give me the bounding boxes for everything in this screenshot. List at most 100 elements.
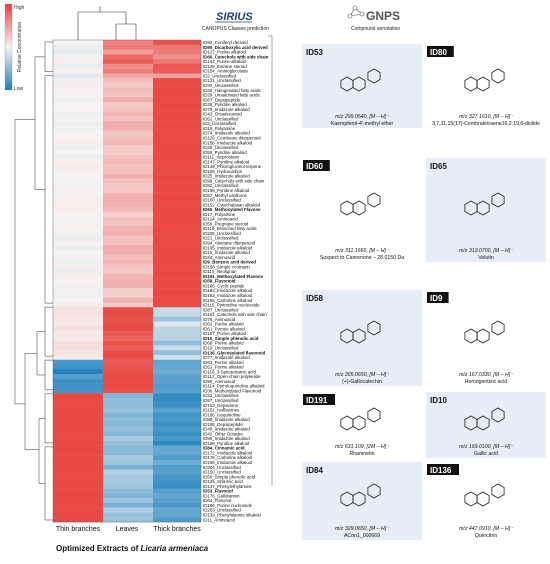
- row-label-class: Purine alkaloid: [217, 331, 246, 336]
- row-label-id: ID74: [203, 131, 213, 136]
- row-label-id: ID42: [203, 431, 213, 436]
- heatmap-cell: [103, 82, 153, 88]
- ring: [367, 68, 381, 84]
- compound-mz: m/z 169.0100, [M – H]⁻: [459, 444, 514, 450]
- row-label-sep: _: [214, 513, 218, 518]
- heatmap-cell: [53, 78, 103, 84]
- row-label-sep: _: [214, 479, 218, 484]
- row-label-id: ID178: [203, 455, 215, 460]
- row-label-id: ID22: [203, 393, 213, 398]
- row-label: ID21_Unclassified: [203, 236, 239, 241]
- heatmap-cell: [153, 345, 201, 351]
- ring: [476, 328, 490, 344]
- row-label-class: Phloroglucinol-terpene: [217, 164, 261, 169]
- ring: [367, 407, 381, 423]
- heatmap-cell: [103, 149, 153, 155]
- heatmap-cell: [103, 354, 153, 360]
- heatmap-cell: [53, 97, 103, 103]
- heatmap-cell: [53, 44, 103, 50]
- compound-mz: m/z 311.1660, [M – H]⁻: [335, 248, 390, 254]
- row-label-class: Aminoacid: [215, 379, 236, 384]
- heatmap-cell: [103, 207, 153, 212]
- heatmap-cell: [53, 393, 103, 399]
- compound-id: ID84: [306, 466, 323, 475]
- row-label-class: Purine alkaloid: [215, 322, 244, 327]
- caption-species: Licaria armeniaca: [140, 544, 208, 553]
- heatmap-cell: [53, 483, 103, 489]
- row-label-class: Purine alkaloid: [217, 59, 246, 64]
- row-label-sep: _: [211, 307, 215, 312]
- heatmap-frame: [52, 39, 202, 523]
- row-label-sep: _: [214, 412, 218, 417]
- ring: [367, 483, 381, 499]
- row-label-id: ID128: [203, 64, 215, 69]
- compound-name: ACon1_000669: [344, 533, 380, 539]
- structure-drawing: [464, 320, 505, 344]
- heatmap-cell: [53, 455, 103, 461]
- heatmap-cell: [153, 144, 201, 150]
- row-label-class: Imidazole alkaloid: [217, 140, 252, 145]
- heatmap-cell: [153, 259, 201, 265]
- row-label-class: Isoprostane: [217, 155, 241, 160]
- heatmap-cell: [153, 68, 201, 74]
- row-label-sep: _: [211, 207, 215, 212]
- row-label-id: ID55: [203, 150, 213, 155]
- row-label: ID74_Imidazole alkaloid: [203, 131, 250, 136]
- row-label-sep: _: [209, 260, 213, 265]
- heatmap-cell: [53, 445, 103, 451]
- row-label: ID124_Aminoacid: [203, 217, 238, 222]
- row-label-class: Cytochalasan alkaloid: [217, 202, 260, 207]
- heatmap-cell: [153, 417, 201, 422]
- row-label-id: ID114: [203, 384, 215, 389]
- heatmap-cell: [103, 273, 153, 279]
- heatmap-cell: [53, 374, 103, 380]
- row-label-id: ID10: [203, 336, 213, 341]
- heatmap-cell: [103, 488, 153, 494]
- heatmap-cell: [53, 235, 103, 241]
- row-label-id: ID151: [203, 408, 215, 413]
- row-label-sep: _: [211, 517, 215, 522]
- row-label: ID43_Octadecanoid: [203, 112, 242, 117]
- heatmap-cell: [153, 507, 201, 513]
- row-label-class: Methoxylated Flavone: [215, 207, 261, 212]
- heatmap-cell: [153, 383, 201, 389]
- compound-name: Velutin: [478, 255, 494, 261]
- row-label-class: Imidazole alkaloid: [215, 250, 250, 255]
- panel-background: [426, 158, 546, 262]
- structure-drawing: [340, 483, 381, 507]
- heatmap-cell: [53, 111, 103, 117]
- column-label-thick-branches: Thick branches: [153, 526, 201, 533]
- heatmap-cell: [153, 102, 201, 108]
- heatmap-cell: [103, 483, 153, 489]
- panel-background: [426, 290, 546, 386]
- row-label-class: Branched fatty acids: [217, 226, 258, 231]
- heatmap-cell: [153, 397, 201, 403]
- heatmap-cell: [153, 82, 201, 88]
- row-label-sep: _: [214, 441, 218, 446]
- row-label-class: Unclassified: [215, 83, 239, 88]
- heatmap-cell: [103, 335, 153, 341]
- row-label: ID87_Depsipeptide: [203, 97, 241, 102]
- heatmap-cell: [153, 512, 201, 518]
- heatmap-cell: [153, 121, 201, 127]
- ring: [352, 76, 366, 92]
- compound-name: Suspect to Canrenone – 28.0150 Da: [320, 255, 404, 261]
- row-label-class: Carboline alkaloid: [217, 455, 252, 460]
- row-label-id: ID9: [203, 260, 210, 265]
- heatmap-cell: [53, 149, 103, 155]
- row-label-sep: _: [214, 508, 218, 513]
- row-label-sep: _: [214, 169, 218, 174]
- row-label: ID195_Depsipeptide: [203, 422, 243, 427]
- heatmap-cell: [153, 111, 201, 117]
- heatmap-cell: [103, 159, 153, 165]
- row-label-id: ID45: [203, 145, 213, 150]
- heatmap-cell: [103, 202, 153, 208]
- heatmap-cell: [53, 135, 103, 141]
- heatmap-cell: [153, 40, 201, 45]
- compound-name: Gallic acid: [474, 451, 498, 457]
- heatmap-cell: [53, 369, 103, 375]
- row-label-sep: _: [211, 427, 215, 432]
- row-label: ID115_Pyrimidine nucleoside: [203, 303, 260, 308]
- heatmap-cell: [103, 512, 153, 518]
